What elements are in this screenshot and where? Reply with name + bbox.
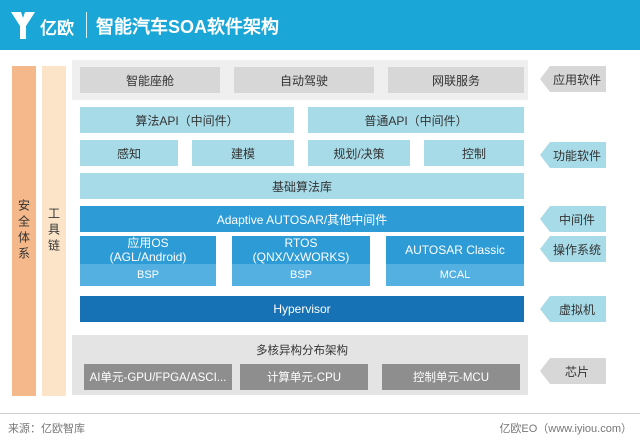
toolchain-bar: 工具链: [42, 66, 66, 396]
function-box-planning: 规划/决策: [308, 140, 410, 166]
chip-layer-title: 多核异构分布架构: [256, 345, 348, 357]
tag-label: 中间件: [558, 212, 595, 227]
arrow-tag-icon: [540, 236, 606, 262]
os-box-autosar-classic: AUTOSAR Classic: [386, 236, 524, 264]
arrow-tag-icon: [540, 296, 606, 322]
os-name: AUTOSAR Classic: [405, 243, 505, 257]
os-name: RTOS: [284, 236, 318, 250]
page-title: 智能汽车SOA软件架构: [96, 17, 280, 37]
arrow-tag-icon: [540, 358, 606, 384]
tag-label: 应用软件: [552, 72, 601, 87]
base-algorithm-library: 基础算法库: [80, 173, 524, 199]
safety-system-label: 安全体系: [16, 199, 31, 263]
function-box-perception: 感知: [80, 140, 178, 166]
os-detail: (AGL/Android): [109, 250, 187, 264]
os-name: 应用OS: [127, 236, 169, 250]
arrow-tag-icon: [540, 66, 606, 92]
function-box-control: 控制: [424, 140, 524, 166]
mcal-box: MCAL: [386, 264, 524, 286]
bsp-box-app-os: BSP: [80, 264, 216, 286]
safety-system-bar: 安全体系: [12, 66, 36, 396]
function-box-modeling: 建模: [192, 140, 294, 166]
tag-label: 虚拟机: [558, 302, 595, 317]
app-box-cockpit: 智能座舱: [80, 67, 220, 93]
chip-box-ai-unit: AI单元-GPU/FPGA/ASCI...: [84, 364, 232, 390]
tag-application-software: 应用软件: [540, 66, 606, 92]
header-divider: [86, 12, 87, 38]
toolchain-label: 工具链: [46, 207, 61, 255]
tag-label: 功能软件: [552, 148, 601, 163]
tag-function-software: 功能软件: [540, 142, 606, 168]
chip-box-compute-unit: 计算单元-CPU: [240, 364, 368, 390]
arrow-tag-icon: [540, 142, 606, 168]
logo-text: 亿欧: [40, 19, 74, 38]
app-box-connected-services: 网联服务: [388, 67, 524, 93]
os-detail: (QNX/VxWORKS): [252, 250, 350, 264]
hypervisor-box: Hypervisor: [80, 296, 524, 322]
tag-chip: 芯片: [540, 358, 606, 384]
bsp-box-rtos: BSP: [232, 264, 370, 286]
yiou-logo-icon: [8, 8, 38, 42]
footer-brand: 亿欧EO（www.iyiou.com）: [499, 423, 632, 435]
tag-middleware: 中间件: [540, 206, 606, 232]
tag-operating-system: 操作系统: [540, 236, 606, 262]
chip-box-control-unit: 控制单元-MCU: [382, 364, 520, 390]
footer-divider: [0, 413, 640, 414]
footer-source: 来源：亿欧智库: [8, 423, 85, 435]
os-box-app-os: 应用OS (AGL/Android): [80, 236, 216, 264]
arrow-tag-icon: [540, 206, 606, 232]
common-api-box: 普通API（中间件）: [308, 107, 524, 133]
app-box-autonomous-driving: 自动驾驶: [234, 67, 374, 93]
tag-label: 芯片: [564, 364, 589, 379]
adaptive-autosar-box: Adaptive AUTOSAR/其他中间件: [80, 206, 524, 232]
tag-virtual-machine: 虚拟机: [540, 296, 606, 322]
tag-label: 操作系统: [552, 242, 601, 257]
os-box-rtos: RTOS (QNX/VxWORKS): [232, 236, 370, 264]
header-bar: [0, 0, 640, 50]
algo-api-box: 算法API（中间件）: [80, 107, 294, 133]
